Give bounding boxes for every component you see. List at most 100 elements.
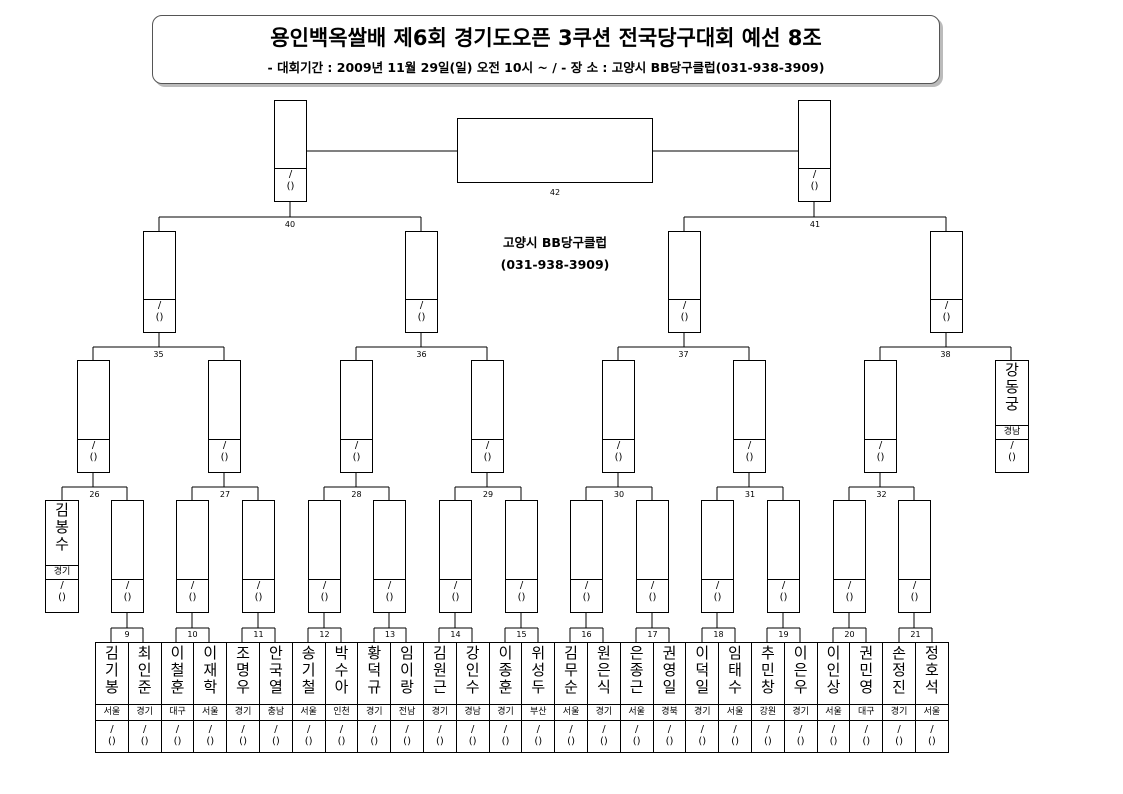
venue-name: 고양시 BB당구클럽 [503, 235, 607, 250]
score-field: / () [259, 720, 293, 753]
match-number: 15 [516, 630, 527, 639]
score-field: / () [95, 720, 129, 753]
player-region: 서울 [291, 704, 326, 721]
score-field: / () [78, 439, 109, 472]
match-number: 40 [284, 220, 296, 229]
player-name-cell: 김 원 근 [423, 642, 457, 705]
match-box: / () [111, 500, 144, 613]
score-field: / () [996, 439, 1028, 472]
match-number: 10 [187, 630, 198, 639]
player-region: 경기 [685, 704, 720, 721]
match-number: 17 [647, 630, 658, 639]
player-name-cell: 송 기 철 [291, 642, 326, 705]
score-field: / () [816, 720, 851, 753]
player-name: 은 종 근 [629, 644, 644, 696]
score-field: / () [440, 579, 471, 612]
player-region: 서울 [718, 704, 752, 721]
score-field: / () [209, 439, 240, 472]
score-field: / () [521, 720, 556, 753]
player-region: 경기 [46, 565, 78, 578]
page-subtitle: - 대회기간 : 2009년 11월 29일(일) 오전 10시 ~ / - 장… [267, 60, 825, 75]
player-region: 경남 [455, 704, 490, 721]
player-name-cell: 권 민 영 [849, 642, 884, 705]
score-field: / () [882, 720, 916, 753]
match-box: / () [373, 500, 406, 613]
player-region: 경기 [882, 704, 916, 721]
player-name: 송 기 철 [301, 644, 316, 696]
final-box [457, 118, 653, 183]
player-name: 임 태 수 [728, 644, 742, 696]
player-name: 박 수 아 [334, 644, 349, 696]
match-number: 27 [219, 490, 231, 499]
match-number: 29 [482, 490, 494, 499]
player-name-cell: 김 기 봉 [95, 642, 129, 705]
match-number: 12 [319, 630, 330, 639]
match-box: / () [505, 500, 538, 613]
player-name-cell: 손 정 진 [882, 642, 916, 705]
player-region: 서울 [915, 704, 949, 721]
match-box: / () [833, 500, 866, 613]
score-field: / () [275, 168, 306, 201]
score-field: / () [849, 720, 884, 753]
score-field: / () [423, 720, 457, 753]
score-field: / () [177, 579, 208, 612]
score-field: / () [685, 720, 720, 753]
player-name-cell: 정 호 석 [915, 642, 949, 705]
player-name-cell: 박 수 아 [324, 642, 359, 705]
match-box: / () [701, 500, 734, 613]
match-number: 38 [940, 350, 951, 359]
player-name: 임 이 랑 [400, 644, 414, 696]
match-box: / () [405, 231, 438, 333]
score-field: / () [865, 439, 896, 472]
player-region: 강원 [751, 704, 785, 721]
match-box: / () [208, 360, 241, 473]
player-name-cell: 원 은 식 [587, 642, 621, 705]
match-number: 9 [124, 630, 130, 639]
score-field: / () [226, 720, 260, 753]
match-number: 26 [89, 490, 100, 499]
match-box: / () [274, 100, 307, 202]
player-region: 인천 [324, 704, 359, 721]
player-name: 위 성 두 [531, 644, 546, 696]
player-name-cell: 안 국 열 [259, 642, 293, 705]
player-name-cell: 추 민 창 [751, 642, 785, 705]
match-box: / () [733, 360, 766, 473]
title-box: 용인백옥쌀배 제6회 경기도오픈 3쿠션 전국당구대회 예선 8조 - 대회기간… [152, 15, 940, 84]
player-region: 경기 [488, 704, 523, 721]
match-number: 32 [876, 490, 887, 499]
player-name-cell: 강 인 수 [455, 642, 490, 705]
player-name: 조 명 우 [236, 644, 250, 696]
player-region: 경기 [127, 704, 162, 721]
score-field: / () [472, 439, 503, 472]
score-field: / () [160, 720, 195, 753]
match-number: 30 [613, 490, 625, 499]
player-region: 서울 [816, 704, 851, 721]
match-number: 13 [384, 630, 396, 639]
match-box: / () [308, 500, 341, 613]
match-number: 20 [844, 630, 855, 639]
match-box: / () [439, 500, 472, 613]
player-name: 이 재 학 [203, 644, 218, 696]
match-box: / () [767, 500, 800, 613]
player-name-cell: 이 은 우 [783, 642, 818, 705]
player-name-cell: 최 인 준 [127, 642, 162, 705]
player-name: 김 원 근 [432, 644, 447, 696]
score-field: / () [374, 579, 405, 612]
score-field: / () [309, 579, 340, 612]
score-field: / () [702, 579, 733, 612]
match-box: / () [340, 360, 373, 473]
score-field: / () [751, 720, 785, 753]
match-box: / () [668, 231, 701, 333]
player-name: 김 봉 수 [55, 501, 69, 553]
match-box: / () [602, 360, 635, 473]
score-field: / () [341, 439, 372, 472]
player-name-cell: 이 인 상 [816, 642, 851, 705]
match-box: / () [143, 231, 176, 333]
score-field: / () [406, 299, 437, 332]
player-name: 김 무 순 [564, 644, 578, 696]
match-box: / () [471, 360, 504, 473]
match-number: 37 [678, 350, 689, 359]
player-name: 추 민 창 [760, 644, 775, 696]
